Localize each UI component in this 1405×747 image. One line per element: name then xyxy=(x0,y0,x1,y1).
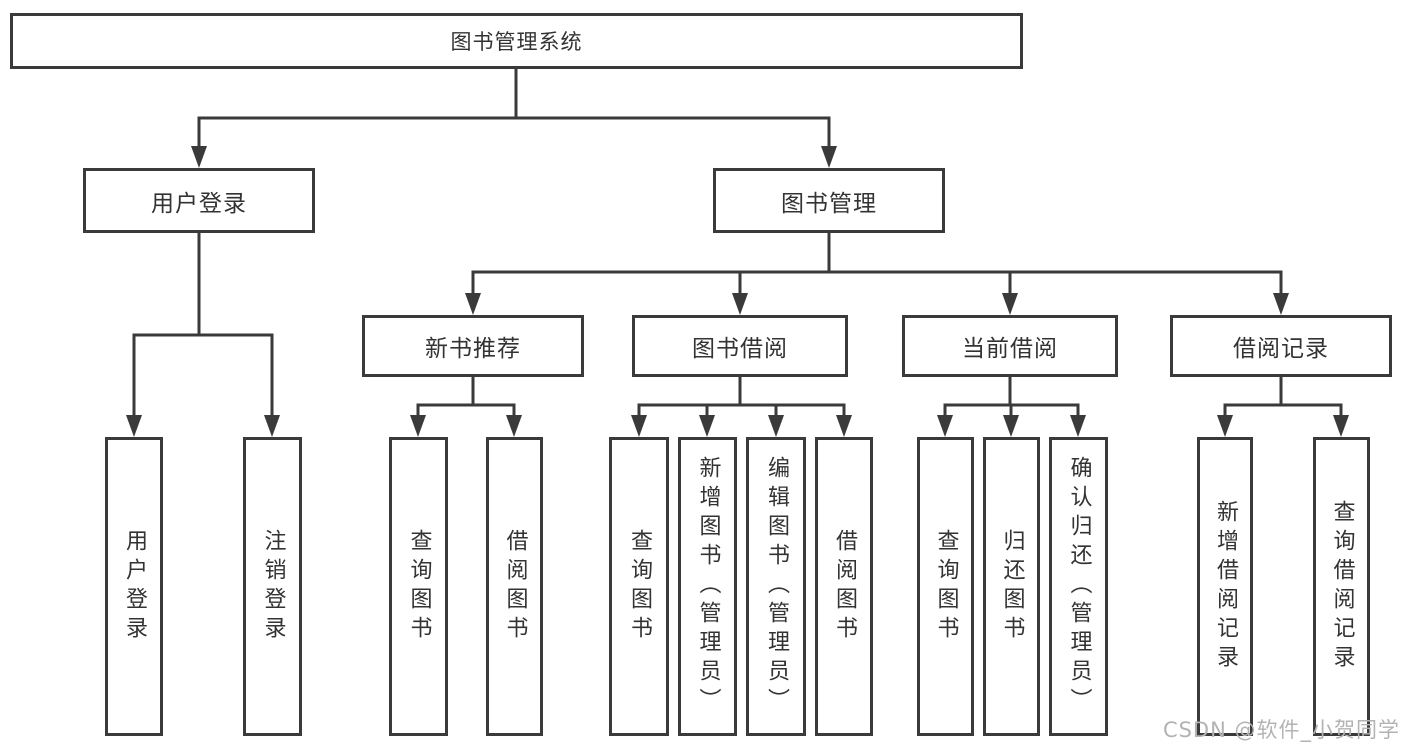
node-leaf-return-books-label: 归还图书 xyxy=(999,528,1025,645)
node-leaf-add-borrow-record: 新增借阅记录 xyxy=(1197,437,1253,736)
node-leaf-borrow-books-b-label: 借阅图书 xyxy=(832,528,857,645)
node-leaf-borrow-books-b: 借阅图书 xyxy=(815,437,873,736)
connector-new-book-recommend-to-leaves xyxy=(410,377,522,437)
node-current-borrowing-label: 当前借阅 xyxy=(962,336,1058,362)
node-book-borrowing: 图书借阅 xyxy=(632,315,848,377)
node-user-login: 用户登录 xyxy=(83,168,315,233)
node-leaf-return-books: 归还图书 xyxy=(983,437,1040,736)
connector-book-management-to-level3 xyxy=(465,233,1289,315)
node-current-borrowing: 当前借阅 xyxy=(902,315,1118,377)
node-book-management: 图书管理 xyxy=(713,168,945,233)
watermark-csdn: CSDN @软件_小贺同学 xyxy=(1162,718,1400,742)
node-leaf-edit-books-admin: 编辑图书（管理员） xyxy=(746,437,806,736)
node-leaf-borrow-books-a: 借阅图书 xyxy=(486,437,543,736)
node-leaf-query-books-c: 查询图书 xyxy=(917,437,974,736)
node-borrowing-records-label: 借阅记录 xyxy=(1233,336,1329,362)
node-library-system: 图书管理系统 xyxy=(10,13,1023,69)
node-new-book-recommend-label: 新书推荐 xyxy=(425,336,521,362)
node-leaf-query-books-a: 查询图书 xyxy=(389,437,448,736)
connector-root-to-level2 xyxy=(191,67,837,168)
node-leaf-user-login-label: 用户登录 xyxy=(122,528,147,645)
connector-borrowing-records-to-leaves xyxy=(1217,377,1349,437)
connector-user-login-to-leaves xyxy=(126,233,280,437)
node-user-login-label: 用户登录 xyxy=(151,190,247,217)
node-leaf-query-books-b: 查询图书 xyxy=(609,437,669,736)
node-leaf-query-books-b-label: 查询图书 xyxy=(627,528,652,645)
node-leaf-query-books-c-label: 查询图书 xyxy=(933,528,959,645)
node-leaf-add-books-admin-label: 新增图书（管理员） xyxy=(695,456,721,717)
node-book-borrowing-label: 图书借阅 xyxy=(692,336,788,362)
node-leaf-query-books-a-label: 查询图书 xyxy=(406,528,432,645)
node-leaf-logout-label: 注销登录 xyxy=(260,528,286,645)
node-leaf-query-borrow-record: 查询借阅记录 xyxy=(1313,437,1370,736)
node-leaf-query-borrow-record-label: 查询借阅记录 xyxy=(1329,499,1355,674)
node-leaf-add-books-admin: 新增图书（管理员） xyxy=(678,437,737,736)
node-leaf-borrow-books-a-label: 借阅图书 xyxy=(502,528,528,645)
node-leaf-add-borrow-record-label: 新增借阅记录 xyxy=(1213,499,1238,674)
connector-current-borrowing-to-leaves xyxy=(937,377,1086,437)
node-book-management-label: 图书管理 xyxy=(781,190,877,217)
node-new-book-recommend: 新书推荐 xyxy=(362,315,584,377)
node-leaf-user-login: 用户登录 xyxy=(105,437,163,736)
node-leaf-confirm-return-admin: 确认归还（管理员） xyxy=(1049,437,1108,736)
node-leaf-logout: 注销登录 xyxy=(243,437,302,736)
node-leaf-edit-books-admin-label: 编辑图书（管理员） xyxy=(764,456,789,717)
node-library-system-label: 图书管理系统 xyxy=(450,30,583,54)
connector-book-borrowing-to-leaves xyxy=(631,377,852,437)
node-leaf-confirm-return-admin-label: 确认归还（管理员） xyxy=(1066,456,1092,717)
node-borrowing-records: 借阅记录 xyxy=(1170,315,1392,377)
